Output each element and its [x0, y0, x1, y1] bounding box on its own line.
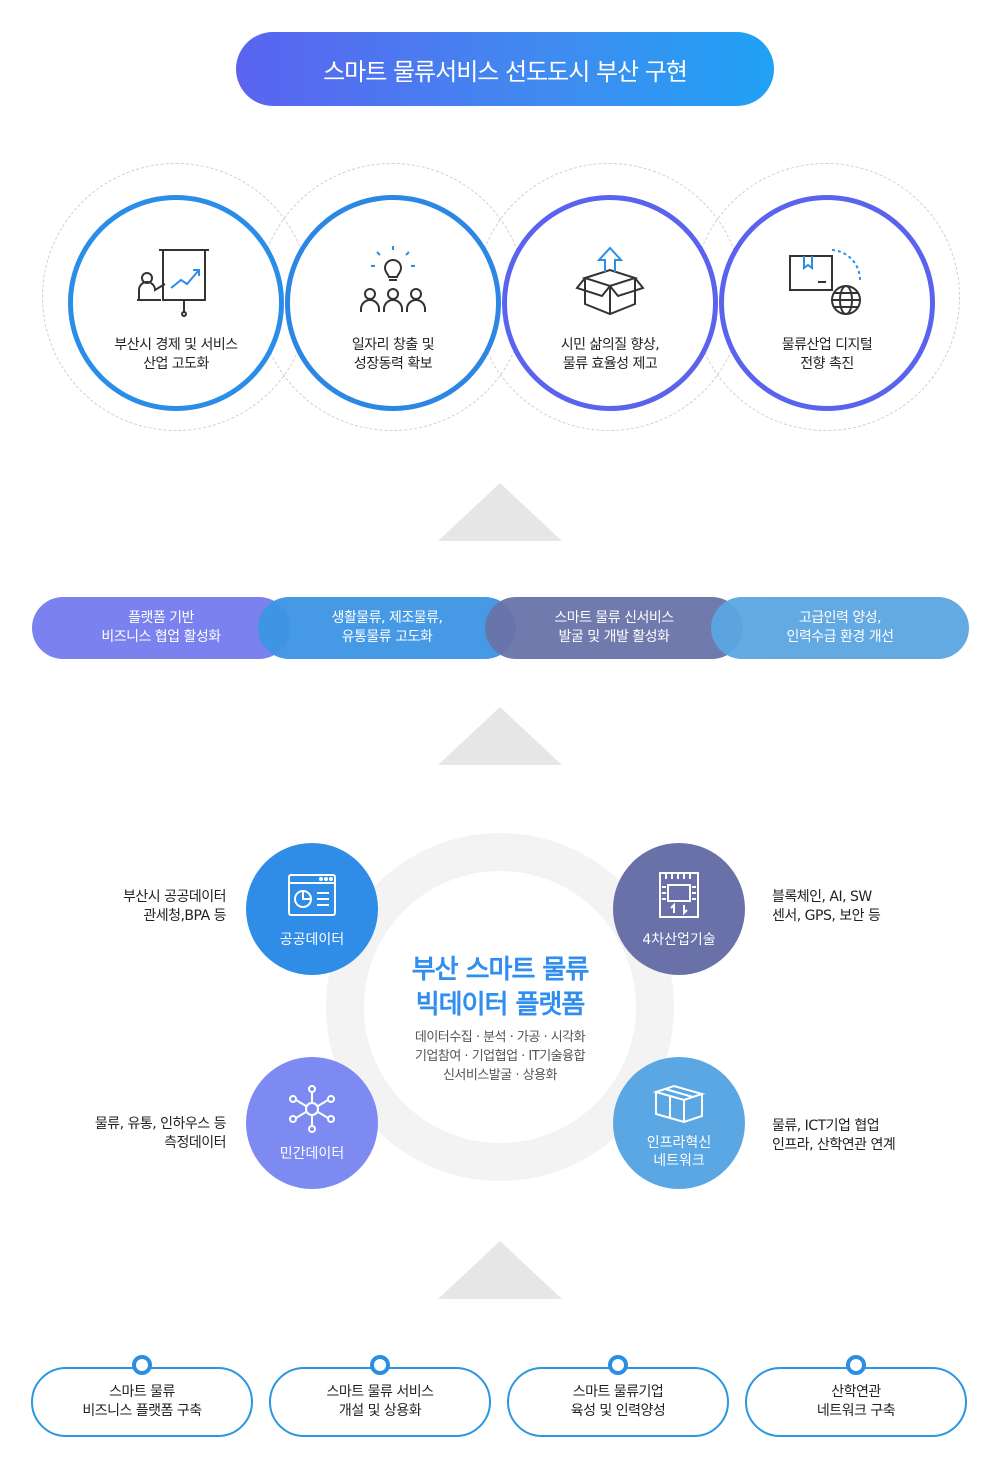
side-text-line: 측정데이터	[164, 1135, 226, 1151]
chip-icon	[659, 872, 699, 918]
task-label: 산학연관	[831, 1384, 881, 1400]
side-text-line: 센서, GPS, 보안 등	[772, 908, 881, 924]
goal-label: 물류 효율성 제고	[562, 356, 658, 372]
dashboard-window-icon	[288, 874, 336, 916]
node-label: 4차산업기술	[642, 932, 716, 948]
node-public-data: 공공데이터	[246, 843, 378, 975]
node-private-data: 민간데이터	[246, 1057, 378, 1189]
strategy-label: 발굴 및 개발 활성화	[558, 629, 670, 645]
task-dot	[846, 1355, 866, 1375]
task-label: 비즈니스 플랫폼 구축	[82, 1403, 202, 1419]
node-infra-network: 인프라혁신 네트워크	[613, 1057, 745, 1189]
infra-examples: 물류, ICT기업 협업 인프라, 산학연관 연계	[772, 1117, 972, 1155]
node-industry-tech: 4차산업기술	[613, 843, 745, 975]
hub-title-line: 빅데이터 플랫폼	[415, 990, 585, 1020]
goal-circle-3: 시민 삶의질 향상, 물류 효율성 제고	[502, 195, 718, 411]
idea-people-icon	[360, 246, 426, 312]
strategy-label: 유통물류 고도화	[341, 629, 433, 645]
hub-title-line: 부산 스마트 물류	[411, 955, 590, 985]
side-text-line: 인프라, 산학연관 연계	[772, 1137, 896, 1153]
task-dot	[370, 1355, 390, 1375]
network-nodes-icon	[289, 1085, 335, 1133]
hub-title: 부산 스마트 물류 빅데이터 플랫폼	[350, 953, 650, 1023]
node-label: 공공데이터	[279, 932, 345, 948]
strategy-pill-2: 생활물류, 제조물류, 유통물류 고도화	[258, 597, 516, 659]
goal-label: 전향 촉진	[800, 356, 854, 372]
goal-label: 물류산업 디지털	[781, 337, 873, 353]
strategy-label: 스마트 물류 신서비스	[554, 610, 674, 626]
public-data-sources: 부산시 공공데이터 관세청,BPA 등	[90, 888, 227, 926]
task-label: 개설 및 상용화	[338, 1403, 422, 1419]
page-title: 스마트 물류서비스 선도도시 부산 구현	[323, 57, 688, 86]
node-label: 네트워크	[653, 1153, 705, 1169]
side-text-line: 물류, 유통, 인하우스 등	[94, 1116, 227, 1132]
strategy-pill-4: 고급인력 양성, 인력수급 환경 개선	[711, 597, 969, 659]
hub-desc-line: 신서비스발굴 · 상용화	[442, 1068, 558, 1083]
task-label: 스마트 물류	[109, 1384, 175, 1400]
box-upload-icon	[575, 246, 645, 316]
goal-label: 일자리 창출 및	[351, 337, 435, 353]
up-arrow	[438, 707, 562, 765]
task-label: 스마트 물류기업	[572, 1384, 664, 1400]
up-arrow	[438, 1241, 562, 1299]
tech-examples: 블록체인, AI, SW 센서, GPS, 보안 등	[772, 888, 952, 926]
side-text-line: 관세청,BPA 등	[143, 908, 226, 924]
strategy-label: 인력수급 환경 개선	[786, 629, 894, 645]
goal-label: 산업 고도화	[143, 356, 209, 372]
hub-inner-circle	[364, 871, 636, 1143]
goal-label: 부산시 경제 및 서비스	[114, 337, 238, 353]
title-banner: 스마트 물류서비스 선도도시 부산 구현	[236, 32, 774, 106]
box-globe-icon	[789, 249, 862, 315]
node-label: 인프라혁신	[646, 1135, 712, 1151]
private-data-sources: 물류, 유통, 인하우스 등 측정데이터	[60, 1115, 227, 1153]
side-text-line: 물류, ICT기업 협업	[772, 1118, 880, 1134]
hub-description: 데이터수집 · 분석 · 가공 · 시각화 기업참여 · 기업협업 · IT기술…	[350, 1028, 650, 1085]
task-dot	[132, 1355, 152, 1375]
presentation-chart-icon	[137, 249, 209, 317]
hub-desc-line: 데이터수집 · 분석 · 가공 · 시각화	[414, 1030, 586, 1045]
strategy-label: 플랫폼 기반	[128, 610, 194, 626]
up-arrow	[438, 483, 562, 541]
side-text-line: 부산시 공공데이터	[123, 889, 227, 905]
task-dot	[608, 1355, 628, 1375]
hub-desc-line: 기업참여 · 기업협업 · IT기술융합	[414, 1049, 586, 1064]
boxes-icon	[652, 1084, 706, 1124]
strategy-label: 비즈니스 협업 활성화	[101, 629, 221, 645]
node-label: 민간데이터	[279, 1146, 345, 1162]
strategy-label: 고급인력 양성,	[798, 610, 882, 626]
task-label: 육성 및 인력양성	[570, 1403, 666, 1419]
side-text-line: 블록체인, AI, SW	[772, 889, 872, 905]
task-label: 스마트 물류 서비스	[326, 1384, 434, 1400]
strategy-label: 생활물류, 제조물류,	[331, 610, 443, 626]
goal-label: 성장동력 확보	[353, 356, 433, 372]
task-label: 네트워크 구축	[816, 1403, 896, 1419]
goal-label: 시민 삶의질 향상,	[560, 337, 660, 353]
